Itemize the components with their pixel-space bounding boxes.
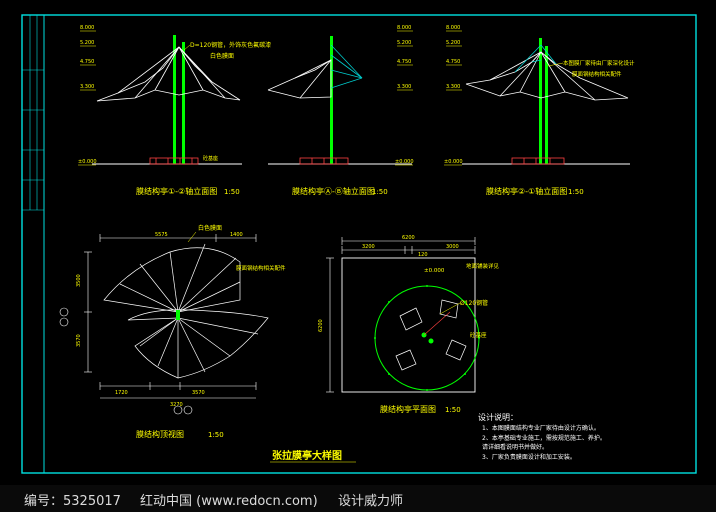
dim-left-2: 3570 (76, 334, 82, 347)
footer-site: 红动中国 (www.redocn.com) (140, 494, 318, 509)
level-5200: 5.200 (446, 40, 460, 46)
level-0000: ±0.000 (444, 159, 463, 165)
dim-left-1: 3500 (76, 274, 82, 287)
watermark-footer: 编号：5325017 红动中国 (www.redocn.com) 设计威力师 (0, 485, 716, 512)
elevation-3: 8.000 5.200 4.750 3.300 ±0.000 (444, 25, 635, 196)
membrane-roof-1 (96, 46, 241, 102)
dim-bottom-1: 1720 (115, 390, 128, 396)
column-2 (330, 36, 333, 164)
column-1b (182, 42, 185, 164)
floor-plan-title: 膜结构亭平面图 (380, 404, 436, 414)
floor-callout-base: 砼基座 (470, 331, 487, 339)
callout-membrane-1: 白色膜面 (210, 52, 234, 60)
base-3 (511, 157, 565, 165)
elevation-2-scale: 1:50 (372, 188, 388, 196)
floor-dim-1: 3200 (362, 244, 375, 250)
cad-drawing-canvas: 8.000 5.200 4.750 3.300 ±0.000 (21, 14, 697, 474)
base-2 (299, 157, 349, 165)
footer-id: 编号：5325017 (24, 494, 121, 509)
level-4750: 4.750 (446, 59, 460, 65)
membrane-roof-3 (465, 51, 629, 101)
main-title: 张拉膜亭大样图 (272, 449, 342, 462)
floor-dim-left: 6200 (318, 319, 324, 332)
level-3300: 3.300 (80, 84, 94, 90)
elevation-1-scale: 1:50 (224, 188, 240, 196)
level-8000: 8.000 (80, 25, 94, 31)
callout-pipe-1: D=120钢管，外饰灰色氟碳漆 (190, 41, 271, 49)
roof-plan-dimensions (84, 234, 257, 399)
level-0000: ±0.000 (395, 159, 414, 165)
roof-plan-title: 膜结构顶视图 (136, 429, 184, 439)
elevation-1: 8.000 5.200 4.750 3.300 ±0.000 (78, 25, 271, 196)
note-4: 3、厂家负责膜面设计和加工安装。 (482, 453, 576, 461)
floor-callout-pipe: Ø120钢管 (460, 299, 488, 307)
level-8000: 8.000 (446, 25, 460, 31)
footer-slogan: 设计威力师 (338, 494, 404, 509)
roof-callout-top: 白色膜面 (198, 224, 222, 232)
level-3300: 3.300 (397, 84, 411, 90)
dim-bottom-2: 3570 (192, 390, 205, 396)
elevation-2-title: 膜结构亭Ⓐ-Ⓑ轴立面图 (292, 186, 375, 196)
base-note-1: 砼基座 (203, 155, 218, 162)
level-5200: 5.200 (80, 40, 94, 46)
roof-plan: 5575 1400 1720 3570 3270 3500 3570 白色膜面 … (59, 224, 286, 439)
floor-plan: 3200 6200 120 3000 6200 ±0.000 地面铺装详见 Ø1… (318, 235, 500, 414)
dim-top-1: 5575 (155, 232, 168, 238)
floor-dim-4: 3000 (446, 244, 459, 250)
design-notes: 设计说明： 1、本图膜面结构专业厂家待由设计方确认。 2、本亭基础专业施工，需按… (478, 412, 606, 461)
cables-2 (330, 44, 363, 89)
notes-heading: 设计说明： (478, 412, 518, 422)
elevation-2: 8.000 5.200 4.750 3.300 ±0.000 (267, 25, 414, 196)
note-1: 1、本图膜面结构专业厂家待由设计方确认。 (482, 424, 600, 432)
title-strip (21, 14, 45, 474)
level-4750: 4.750 (397, 59, 411, 65)
elevation-3-scale: 1:50 (568, 188, 584, 196)
floor-level: ±0.000 (424, 268, 445, 274)
membrane-roof-2 (267, 59, 332, 99)
roof-membrane-plan (103, 243, 269, 379)
dim-top-2: 1400 (230, 232, 243, 238)
title-strip-lines (22, 15, 44, 211)
floor-dim-3: 120 (418, 252, 428, 258)
elevation-3-title: 膜结构亭②-①轴立面图 (486, 186, 567, 196)
dim-bottom-3: 3270 (170, 402, 183, 408)
level-marks-1: 8.000 5.200 4.750 3.300 ±0.000 (78, 25, 97, 165)
level-5200: 5.200 (397, 40, 411, 46)
column-plan-roof (176, 310, 180, 320)
floor-plan-dimensions (326, 237, 476, 393)
level-0000: ±0.000 (78, 159, 97, 165)
column-3b (545, 46, 548, 164)
roof-callout-right: 膜面钢结构相关配件 (236, 264, 286, 272)
note-3: 请详细看说明书并做好。 (482, 443, 548, 451)
column-1a (173, 35, 176, 164)
base-1 (149, 157, 199, 165)
callout-b-3: 膜面钢结构相关配件 (572, 70, 622, 78)
level-3300: 3.300 (446, 84, 460, 90)
floor-callout-paving: 地面铺装详见 (466, 262, 500, 270)
floor-slab (341, 257, 476, 393)
floor-dim-2: 6200 (402, 235, 415, 241)
floor-plan-scale: 1:50 (445, 406, 461, 414)
floor-paving-dots (374, 285, 480, 391)
level-4750: 4.750 (80, 59, 94, 65)
level-8000: 8.000 (397, 25, 411, 31)
callout-a-3: 本图膜厂家待由厂家深化设计 (563, 59, 635, 67)
roof-plan-scale: 1:50 (208, 431, 224, 439)
note-2: 2、本亭基础专业施工，需按规范施工、养护。 (482, 434, 606, 442)
seat-blocks (395, 299, 467, 371)
column-3a (539, 38, 542, 164)
elevation-1-title: 膜结构亭①-②轴立面图 (136, 186, 217, 196)
grid-bubbles-roof (59, 307, 193, 415)
cables-3 (514, 44, 557, 73)
